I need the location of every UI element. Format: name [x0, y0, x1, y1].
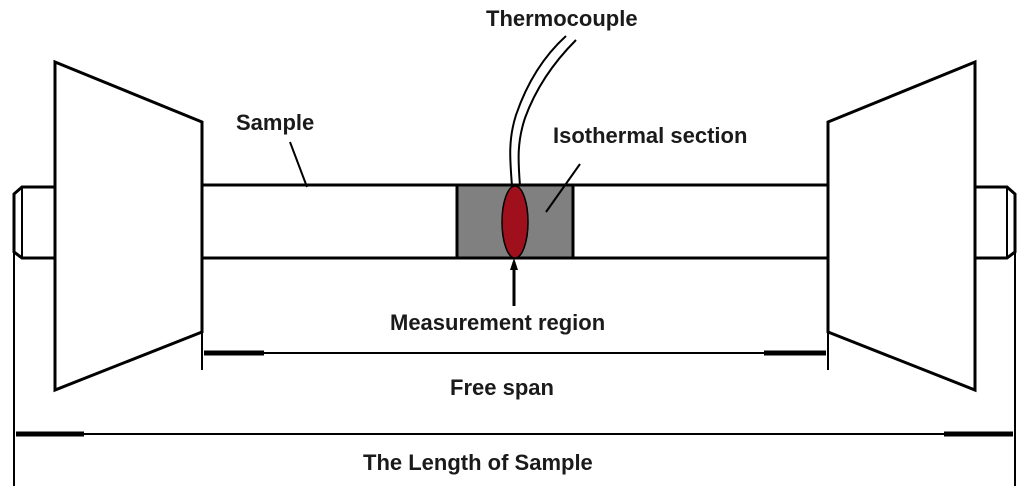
measurement-region-marker — [501, 185, 529, 259]
right-shaft-end — [976, 185, 1017, 260]
sample-leader — [289, 141, 308, 188]
measurement-arrow — [510, 258, 518, 306]
sample-length-label: The Length of Sample — [363, 450, 593, 475]
left-shaft-end — [12, 185, 55, 260]
isothermal-leader — [545, 163, 581, 213]
thermocouple-label: Thermocouple — [486, 6, 638, 31]
isothermal-section-label: Isothermal section — [553, 123, 747, 148]
thermocouple-wires — [509, 35, 577, 187]
measurement-region-label: Measurement region — [390, 310, 605, 335]
right-grip — [826, 59, 977, 393]
free-span-label: Free span — [450, 375, 554, 400]
free-span-dimension — [201, 258, 829, 370]
left-grip — [53, 59, 204, 393]
sample-label: Sample — [236, 110, 314, 135]
sample-length-dimension — [13, 252, 1016, 486]
